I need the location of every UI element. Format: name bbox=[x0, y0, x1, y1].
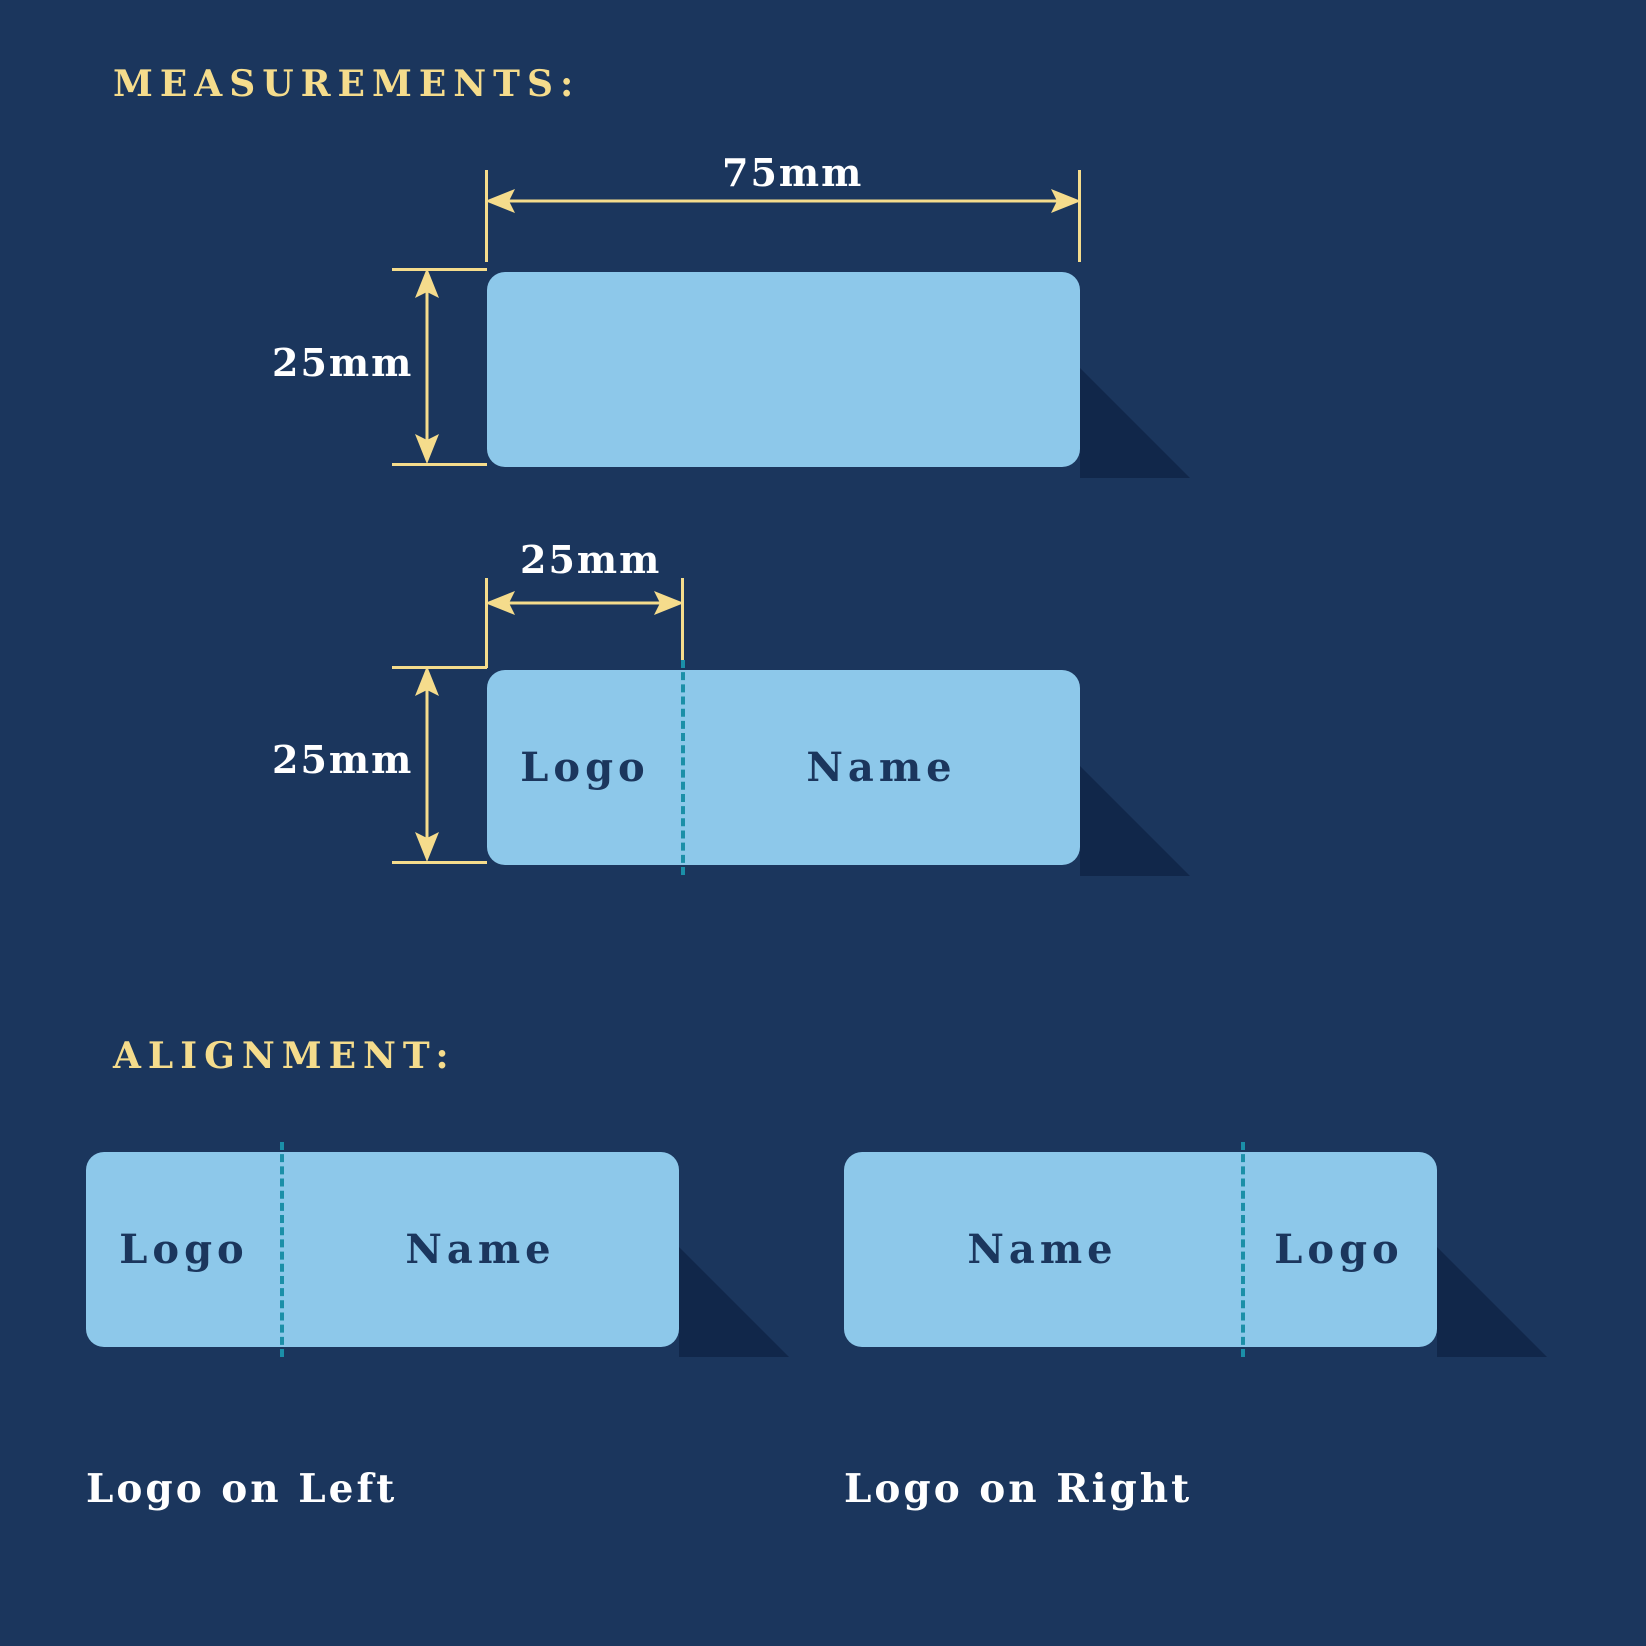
alignment-heading: ALIGNMENT: bbox=[113, 1035, 456, 1077]
measurements-heading: MEASUREMENTS: bbox=[113, 63, 581, 105]
alignment-right-card-segment-1-label: Name bbox=[967, 1226, 1118, 1273]
blank-badge-card bbox=[487, 272, 1080, 467]
extension-line-bottom-badge2 bbox=[392, 861, 487, 864]
alignment-left-card-segment-2: Name bbox=[282, 1152, 679, 1347]
split-badge-name-label: Name bbox=[806, 744, 957, 791]
split-badge-divider bbox=[681, 660, 685, 875]
logo-width-dimension-label-25mm: 25mm bbox=[520, 537, 662, 582]
alignment-right-card-segment-2-label: Logo bbox=[1274, 1226, 1404, 1273]
alignment-card-shadow-right bbox=[1437, 1247, 1547, 1357]
extension-line-top-badge2 bbox=[392, 666, 487, 669]
extension-line-top-badge1 bbox=[392, 268, 487, 271]
alignment-left-card-caption: Logo on Left bbox=[86, 1466, 398, 1512]
alignment-left-card-segment-2-label: Name bbox=[405, 1226, 556, 1273]
alignment-card-logo-right: Name Logo bbox=[844, 1152, 1437, 1347]
split-badge-name-segment: Name bbox=[683, 670, 1080, 865]
alignment-left-card-segment-1-label: Logo bbox=[119, 1226, 249, 1273]
alignment-right-card-caption: Logo on Right bbox=[844, 1466, 1193, 1512]
logo-width-dimension-arrow bbox=[485, 591, 684, 615]
alignment-left-card-segment-1: Logo bbox=[86, 1152, 282, 1347]
badge-shadow-2 bbox=[1080, 766, 1190, 876]
height-dimension-label-25mm-badge1: 25mm bbox=[272, 340, 414, 385]
split-badge-logo-segment: Logo bbox=[487, 670, 683, 865]
extension-line-left-75mm bbox=[485, 170, 488, 262]
alignment-right-card-segment-2: Logo bbox=[1241, 1152, 1437, 1347]
extension-line-right-logo-width bbox=[681, 578, 684, 668]
split-badge-card: Logo Name bbox=[487, 670, 1080, 865]
alignment-right-card-divider bbox=[1241, 1142, 1245, 1357]
extension-line-left-logo-width bbox=[485, 578, 488, 668]
split-badge-logo-label: Logo bbox=[520, 744, 650, 791]
height-dimension-arrow-badge2 bbox=[415, 666, 439, 862]
alignment-card-logo-left: Logo Name bbox=[86, 1152, 679, 1347]
extension-line-bottom-badge1 bbox=[392, 463, 487, 466]
extension-line-right-75mm bbox=[1078, 170, 1081, 262]
badge-shadow-1 bbox=[1080, 368, 1190, 478]
height-dimension-arrow-badge1 bbox=[415, 268, 439, 464]
width-dimension-label-75mm: 75mm bbox=[722, 150, 864, 195]
width-dimension-arrow-75mm bbox=[485, 189, 1081, 213]
alignment-card-shadow-left bbox=[679, 1247, 789, 1357]
height-dimension-label-25mm-badge2: 25mm bbox=[272, 737, 414, 782]
alignment-left-card-divider bbox=[280, 1142, 284, 1357]
alignment-right-card-segment-1: Name bbox=[844, 1152, 1241, 1347]
